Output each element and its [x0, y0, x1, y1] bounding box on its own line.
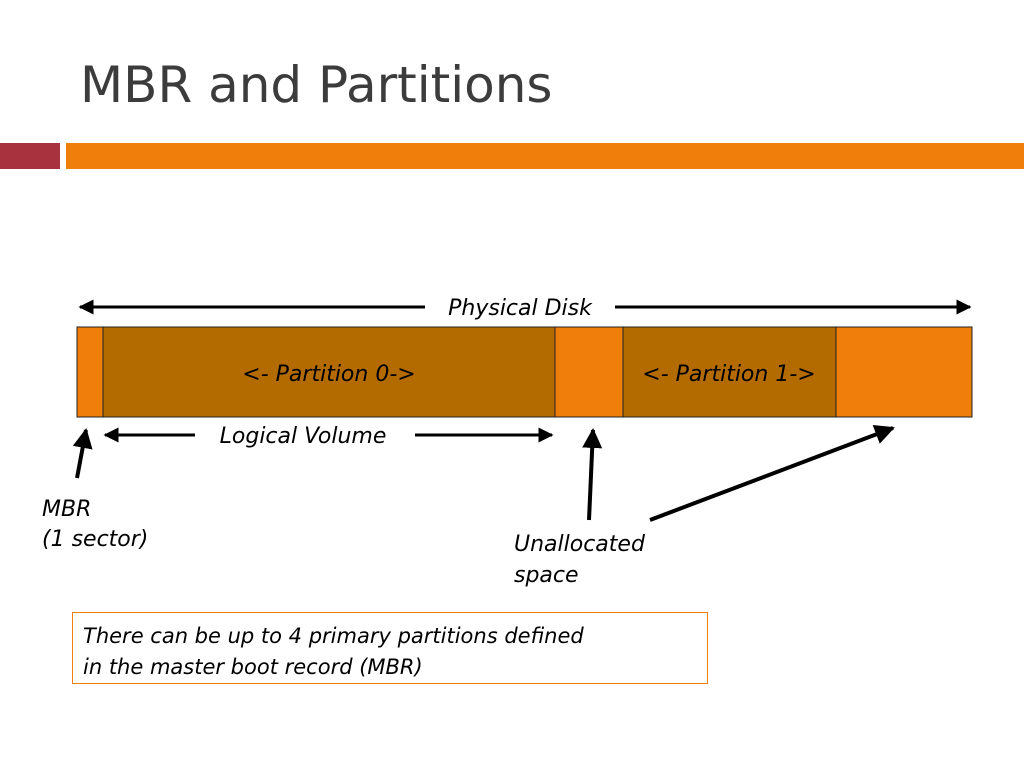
unallocated-pointer-arrow-2: [649, 425, 895, 522]
title-rule-accent: [0, 143, 60, 169]
unallocated-label-line1: Unallocated: [514, 532, 646, 557]
slide-title: MBR and Partitions: [80, 56, 553, 114]
partition-1-label: <- Partition 1->: [642, 362, 815, 387]
unallocated-label-line2: space: [514, 563, 579, 588]
mbr-segment: [76, 326, 104, 418]
unallocated-segment-2: [835, 326, 973, 418]
partition-0-label: <- Partition 0->: [242, 362, 415, 387]
logical-volume-label: Logical Volume: [220, 424, 387, 449]
note-box: There can be up to 4 primary partitions …: [72, 612, 708, 684]
mbr-label-line1: MBR: [42, 497, 91, 522]
unallocated-pointer-arrow-1: [582, 428, 603, 521]
physical-disk-label: Physical Disk: [448, 296, 593, 321]
note-line-2: in the master boot record (MBR): [83, 655, 423, 679]
unallocated-segment-1: [554, 326, 624, 418]
note-line-1: There can be up to 4 primary partitions …: [83, 624, 584, 648]
mbr-pointer-arrow: [72, 428, 93, 479]
title-rule-bar: [66, 143, 1024, 169]
mbr-label-line2: (1 sector): [42, 527, 148, 552]
